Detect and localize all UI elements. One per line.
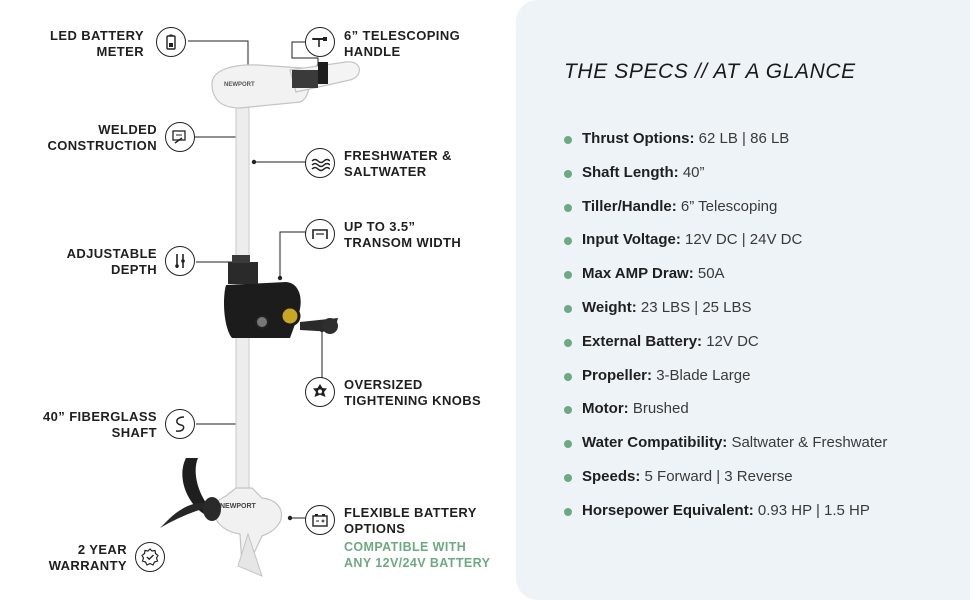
spec-key: Speeds: bbox=[582, 467, 641, 485]
spec-key: Propeller: bbox=[582, 366, 653, 384]
spec-item: Thrust Options: 62 LB | 86 LB bbox=[564, 128, 887, 162]
bullet-dot-icon bbox=[564, 507, 572, 516]
spec-item: Weight: 23 LBS | 25 LBS bbox=[564, 297, 887, 331]
spec-key: Tiller/Handle: bbox=[582, 197, 677, 215]
spec-key: Input Voltage: bbox=[582, 231, 681, 249]
warranty-badge-icon bbox=[135, 542, 165, 572]
spec-item: External Battery: 12V DC bbox=[564, 331, 887, 365]
trolling-motor-illustration: NEWPORT NEWPORT bbox=[160, 40, 360, 577]
bullet-dot-icon bbox=[564, 203, 572, 212]
spec-key: Shaft Length: bbox=[582, 163, 679, 181]
feature-fiberglass-shaft-label: 40” FIBERGLASS SHAFT bbox=[43, 409, 157, 440]
feature-telescoping-handle-label: 6” TELESCOPING HANDLE bbox=[344, 28, 461, 59]
battery-meter-icon bbox=[156, 27, 186, 57]
specs-title: THE SPECS // AT A GLANCE bbox=[564, 60, 856, 83]
feature-diagram: NEWPORT NEWPORT LED BATTERY METER WELDED… bbox=[43, 27, 491, 577]
feature-battery-options-label: FLEXIBLE BATTERY OPTIONS bbox=[344, 505, 477, 536]
spec-value: 5 Forward | 3 Reverse bbox=[640, 467, 793, 485]
bullet-dot-icon bbox=[564, 136, 572, 144]
spec-item: Input Voltage: 12V DC | 24V DC bbox=[564, 229, 887, 263]
bullet-dot-icon bbox=[564, 406, 572, 415]
feature-adjustable-depth-label: ADJUSTABLE DEPTH bbox=[66, 246, 157, 277]
spec-item: Tiller/Handle: 6” Telescoping bbox=[564, 196, 887, 230]
spec-item: Horsepower Equivalent: 0.93 HP | 1.5 HP bbox=[564, 500, 887, 534]
spec-item: Propeller: 3-Blade Large bbox=[564, 365, 887, 399]
feature-warranty-label: 2 YEAR WARRANTY bbox=[48, 542, 127, 573]
feature-led-battery-meter-label: LED BATTERY METER bbox=[50, 28, 144, 59]
feature-freshwater-saltwater-label: FRESHWATER & SALTWATER bbox=[344, 148, 452, 179]
bullet-dot-icon bbox=[564, 473, 572, 482]
transom-clamp-icon bbox=[305, 219, 335, 249]
spec-value: 23 LBS | 25 LBS bbox=[636, 298, 752, 316]
spec-key: Weight: bbox=[582, 298, 637, 316]
spec-key: Motor: bbox=[582, 400, 629, 418]
head-logo: NEWPORT bbox=[224, 82, 255, 88]
spec-value: 6” Telescoping bbox=[676, 197, 778, 215]
feature-battery-compat-label: COMPATIBLE WITH ANY 12V/24V BATTERY bbox=[344, 540, 491, 570]
battery-icon bbox=[305, 505, 335, 535]
spec-item: Max AMP Draw: 50A bbox=[564, 263, 887, 297]
motor-logo: NEWPORT bbox=[220, 503, 257, 510]
bullet-dot-icon bbox=[564, 237, 572, 246]
spec-key: Thrust Options: bbox=[582, 130, 695, 147]
spec-value: 3-Blade Large bbox=[652, 366, 751, 384]
spec-key: External Battery: bbox=[582, 332, 703, 350]
spec-value: 12V DC | 24V DC bbox=[680, 231, 803, 249]
spec-item: Shaft Length: 40” bbox=[564, 162, 887, 196]
feature-welded-construction-label: WELDED CONSTRUCTION bbox=[47, 122, 157, 153]
spec-value: 40” bbox=[678, 163, 705, 181]
spec-value: Brushed bbox=[628, 400, 689, 418]
bullet-dot-icon bbox=[564, 304, 572, 313]
spec-item: Water Compatibility: Saltwater & Freshwa… bbox=[564, 432, 887, 466]
handle-icon bbox=[305, 27, 335, 57]
spec-key: Max AMP Draw: bbox=[582, 265, 694, 283]
water-waves-icon bbox=[305, 148, 335, 178]
knob-icon bbox=[305, 377, 335, 407]
spec-value: 50A bbox=[693, 265, 725, 283]
spec-value: 0.93 HP | 1.5 HP bbox=[753, 501, 870, 519]
spec-value: Saltwater & Freshwater bbox=[727, 434, 888, 452]
spec-item: Motor: Brushed bbox=[564, 398, 887, 432]
specs-panel: THE SPECS // AT A GLANCE Thrust Options:… bbox=[516, 0, 970, 600]
feature-tightening-knobs-label: OVERSIZED TIGHTENING KNOBS bbox=[344, 377, 482, 408]
feature-transom-width-label: UP TO 3.5” TRANSOM WIDTH bbox=[344, 219, 462, 250]
spec-value: 12V DC bbox=[702, 332, 759, 350]
bullet-dot-icon bbox=[564, 338, 572, 347]
spec-key: Horsepower Equivalent: bbox=[582, 501, 754, 519]
bullet-dot-icon bbox=[564, 440, 572, 449]
bullet-dot-icon bbox=[564, 169, 572, 178]
welding-icon bbox=[165, 122, 195, 152]
spec-key: Water Compatibility: bbox=[582, 434, 728, 452]
bullet-dot-icon bbox=[564, 271, 572, 280]
bullet-dot-icon bbox=[564, 372, 572, 381]
spec-item: Speeds: 5 Forward | 3 Reverse bbox=[564, 466, 887, 500]
spec-value: 62 LB | 86 LB bbox=[694, 130, 790, 147]
depth-adjust-icon bbox=[165, 246, 195, 276]
shaft-flex-icon bbox=[165, 409, 195, 439]
